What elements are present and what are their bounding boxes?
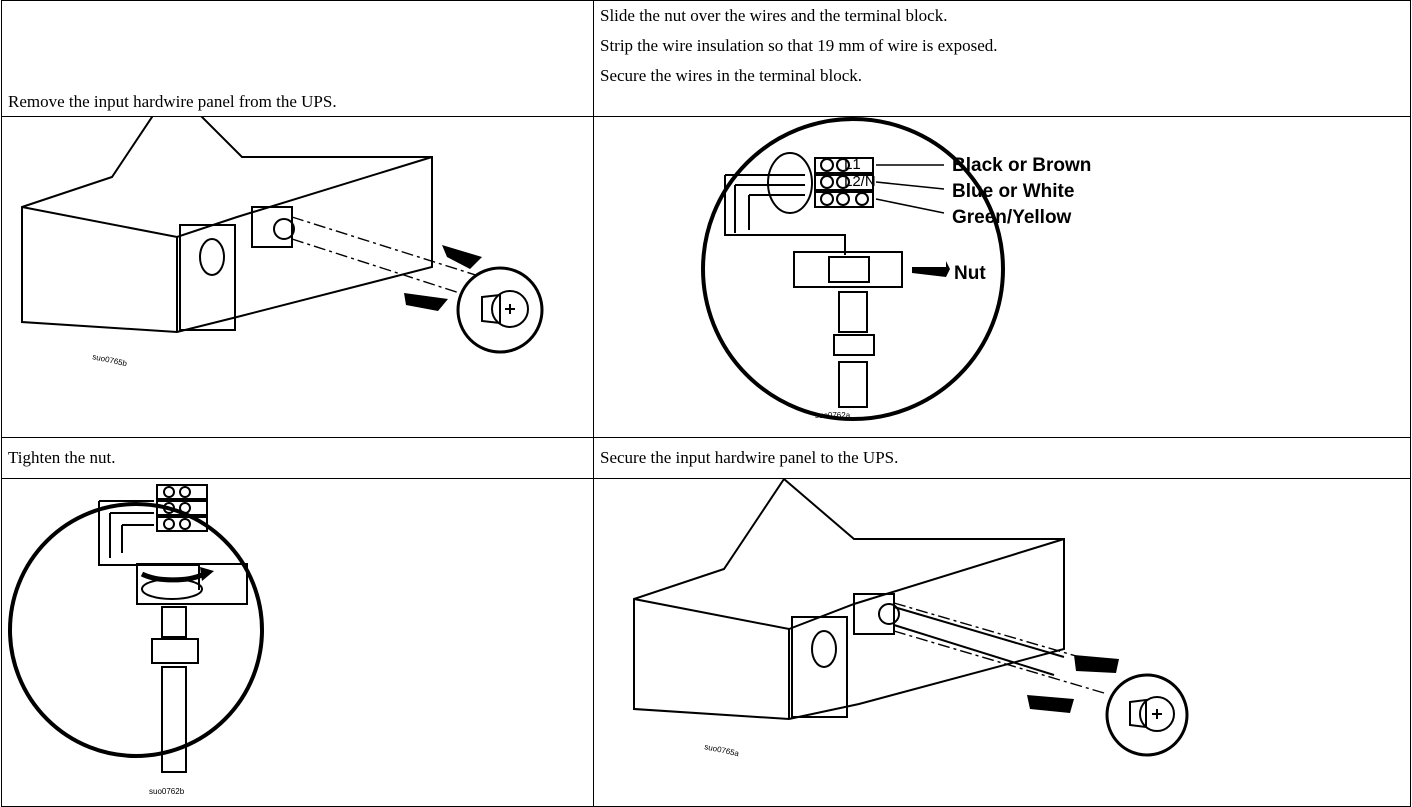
illustration-row-2: suo0762b: [1, 477, 1411, 807]
wire-label-green-yellow: Green/Yellow: [952, 207, 1072, 228]
ups-remove-panel-illustration: suo0765b: [21, 85, 544, 368]
step-4-illustration-cell: suo0765a: [593, 477, 1411, 807]
wire-label-blue-or-white: Blue or White: [952, 181, 1074, 202]
terminal-label-l2n: L2/N: [844, 173, 876, 190]
tighten-nut-illustration: suo0762b: [8, 484, 264, 796]
step-4-text-cell: Secure the input hardwire panel to the U…: [593, 437, 1411, 479]
step-2-line-2: Strip the wire insulation so that 19 mm …: [600, 36, 998, 55]
step-3-text-cell: Tighten the nut.: [1, 437, 594, 479]
step-3-text: Tighten the nut.: [8, 448, 116, 467]
instruction-row-2: Tighten the nut. Secure the input hardwi…: [1, 437, 1411, 479]
part-label-nut: Nut: [954, 263, 986, 284]
step-1-image-code: suo0765b: [92, 352, 129, 368]
step-2-illustration-cell: L1 L2/N Black or Brown Blue or White Gre…: [593, 116, 1411, 438]
wire-label-black-or-brown: Black or Brown: [952, 155, 1091, 176]
step-1-illustration-cell: suo0765b: [1, 85, 594, 438]
step-4-text: Secure the input hardwire panel to the U…: [600, 448, 899, 467]
step-3-illustration-cell: suo0762b: [1, 478, 594, 807]
step-2-line-1: Slide the nut over the wires and the ter…: [600, 6, 948, 25]
step-3-image-code: suo0762b: [149, 787, 185, 796]
step-4-image-code: suo0765a: [704, 742, 741, 758]
terminal-label-l1: L1: [844, 156, 861, 173]
step-1-text: Remove the input hardwire panel from the…: [8, 92, 337, 111]
terminal-block-wiring-illustration: L1 L2/N Black or Brown Blue or White Gre…: [701, 117, 1091, 421]
step-2-text-cell: Slide the nut over the wires and the ter…: [593, 0, 1411, 117]
step-2-image-code: suo0762a: [815, 411, 851, 420]
illustration-row-1: suo0765b: [1, 85, 1411, 438]
ups-secure-panel-illustration: suo0765a: [633, 477, 1189, 758]
step-1-text-cell: Remove the input hardwire panel from the…: [1, 0, 594, 117]
instruction-row-1: Remove the input hardwire panel from the…: [1, 0, 1411, 117]
step-2-line-3: Secure the wires in the terminal block.: [600, 66, 862, 85]
